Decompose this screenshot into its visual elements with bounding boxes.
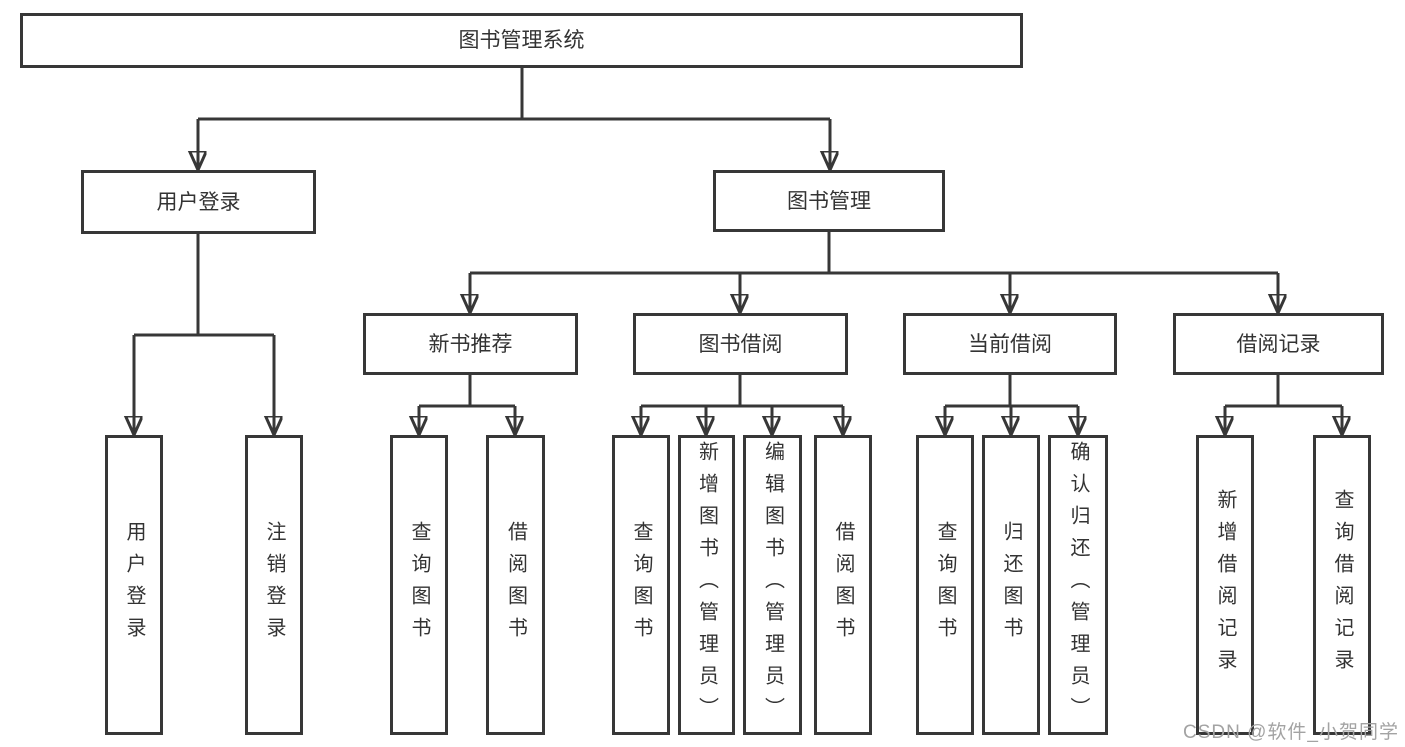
node-leaf-confirm-return-admin: 确认归还（管理员） — [1048, 435, 1108, 735]
node-leaf-query-borrow-record: 查询借阅记录 — [1313, 435, 1371, 735]
node-leaf-borrow-book-2: 借阅图书 — [814, 435, 872, 735]
node-leaf-user-login: 用户登录 — [105, 435, 163, 735]
node-borrow-record: 借阅记录 — [1173, 313, 1384, 375]
node-new-book-recommend: 新书推荐 — [363, 313, 578, 375]
node-leaf-add-book-admin: 新增图书（管理员） — [678, 435, 735, 735]
node-leaf-query-book-2: 查询图书 — [612, 435, 670, 735]
node-leaf-return-book: 归还图书 — [982, 435, 1040, 735]
connector-borrow-record — [1225, 375, 1342, 435]
node-library-management-system: 图书管理系统 — [20, 13, 1023, 68]
node-book-borrow: 图书借阅 — [633, 313, 848, 375]
node-leaf-query-book-1: 查询图书 — [390, 435, 448, 735]
connector-book-management — [470, 232, 1278, 313]
connector-user-login — [134, 234, 274, 435]
node-leaf-edit-book-admin: 编辑图书（管理员） — [743, 435, 802, 735]
connector-root — [198, 68, 830, 170]
node-leaf-query-book-3: 查询图书 — [916, 435, 974, 735]
csdn-watermark: CSDN @软件_小贺同学 — [1183, 722, 1399, 743]
node-current-borrow: 当前借阅 — [903, 313, 1117, 375]
connector-current-borrow — [945, 375, 1078, 435]
connector-new-book-recommend — [419, 375, 515, 435]
connector-book-borrow — [641, 375, 843, 435]
node-leaf-add-borrow-record: 新增借阅记录 — [1196, 435, 1254, 735]
node-user-login: 用户登录 — [81, 170, 316, 234]
node-book-management: 图书管理 — [713, 170, 945, 232]
node-leaf-borrow-book-1: 借阅图书 — [486, 435, 545, 735]
node-leaf-logout: 注销登录 — [245, 435, 303, 735]
